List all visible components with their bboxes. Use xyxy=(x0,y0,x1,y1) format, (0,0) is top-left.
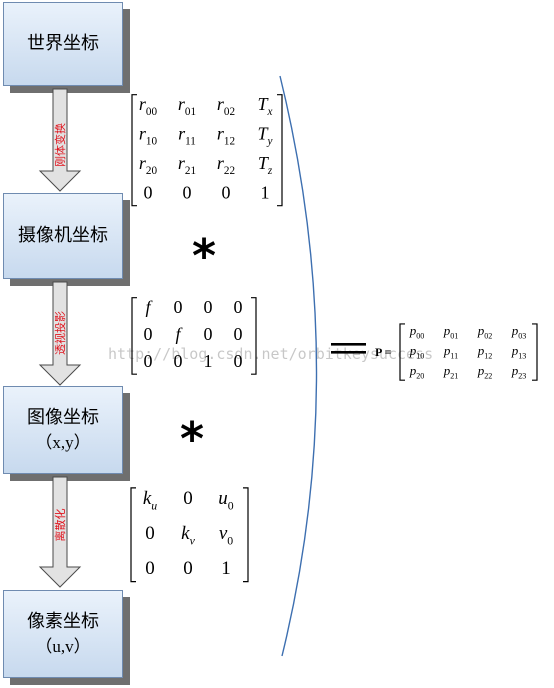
result-cell: p20 xyxy=(409,363,425,381)
extrinsic-cell: 0 xyxy=(183,183,192,203)
result-cell: p00 xyxy=(409,323,425,341)
intrinsic-cell: kv xyxy=(181,523,195,547)
extrinsic-cell: r12 xyxy=(217,124,235,148)
large-curved-bracket xyxy=(279,75,318,657)
arrow-label-rigid-transform: 刚体变换 xyxy=(53,123,67,167)
arrow-label-perspective-projection: 透视投影 xyxy=(53,311,67,355)
world-coordinate-box: 世界坐标 xyxy=(3,2,123,86)
projection-cell: 0 xyxy=(234,297,243,317)
intrinsic-cell: 0 xyxy=(145,558,155,579)
camera-coordinate-box: 摄像机坐标 xyxy=(3,193,123,279)
arrow-discretization xyxy=(38,476,82,588)
intrinsic-cell: 0 xyxy=(145,523,155,544)
arrow-rigid-transform xyxy=(38,88,82,192)
intrinsic-cell: ku xyxy=(143,488,157,512)
extrinsic-cell: Ty xyxy=(258,124,273,148)
intrinsic-cell: 0 xyxy=(183,558,193,579)
projection-cell: 0 xyxy=(174,351,183,371)
extrinsic-cell: 0 xyxy=(222,183,231,203)
equals-sign xyxy=(331,343,366,354)
result-cell: p23 xyxy=(511,363,527,381)
pixel-coordinate-label: 像素坐标 xyxy=(27,610,99,632)
arrow-label-discretization: 离散化 xyxy=(53,509,67,542)
result-cell: p21 xyxy=(443,363,459,381)
extrinsic-cell: r02 xyxy=(217,94,235,118)
extrinsic-cell: Tz xyxy=(258,153,273,177)
intrinsic-right-bracket xyxy=(243,487,249,583)
intrinsic-cell: 1 xyxy=(221,558,231,579)
world-coordinate-label: 世界坐标 xyxy=(27,32,99,54)
intrinsic-left-bracket xyxy=(130,487,136,583)
extrinsic-cell: Tx xyxy=(258,94,273,118)
extrinsic-cell: r22 xyxy=(217,153,235,177)
extrinsic-matrix: r00 r01 r02 Tx r10 r11 r12 Ty r20 r21 r22 Tz 0 0 0 1 xyxy=(131,94,283,207)
pixel-coordinate-sublabel: （u,v） xyxy=(35,636,91,656)
image-coordinate-box: 图像坐标 （x,y） xyxy=(3,386,123,474)
image-coordinate-sublabel: （x,y） xyxy=(35,432,91,452)
multiply-sign-2: * xyxy=(180,412,204,466)
result-left-bracket xyxy=(399,323,405,381)
result-cell: p11 xyxy=(443,343,458,361)
extrinsic-cell: r01 xyxy=(178,94,196,118)
extrinsic-right-bracket xyxy=(277,94,283,207)
projection-cell: 0 xyxy=(204,297,213,317)
projection-right-bracket xyxy=(251,297,257,375)
camera-coordinate-label: 摄像机坐标 xyxy=(18,224,108,246)
result-cell: p01 xyxy=(443,323,459,341)
projection-cell: 0 xyxy=(144,324,153,344)
result-matrix: p00 p01 p02 p03 p10 p11 p12 p13 p20 p21 p22 p23 xyxy=(399,323,538,381)
projection-cell: f xyxy=(145,297,153,317)
image-coordinate-label: 图像坐标 xyxy=(27,406,99,428)
multiply-sign-1: * xyxy=(192,229,216,283)
result-cell: p22 xyxy=(477,363,493,381)
extrinsic-cell: r20 xyxy=(139,153,158,177)
result-cell: p10 xyxy=(409,343,425,361)
result-right-bracket xyxy=(532,323,538,381)
result-matrix-label: P = xyxy=(375,345,392,359)
projection-matrix: f 0 0 0 0 f 0 0 0 0 1 0 xyxy=(131,297,257,375)
extrinsic-cell: r21 xyxy=(178,153,196,177)
result-cell: p12 xyxy=(477,343,493,361)
extrinsic-left-bracket xyxy=(131,94,137,207)
projection-cell: f xyxy=(175,324,183,344)
projection-cell: 0 xyxy=(204,324,213,344)
pixel-coordinate-box: 像素坐标 （u,v） xyxy=(3,590,123,678)
result-cell: p03 xyxy=(511,323,527,341)
extrinsic-cell: r11 xyxy=(178,124,196,148)
intrinsic-cell: v0 xyxy=(219,523,233,547)
projection-cell: 0 xyxy=(234,351,243,371)
extrinsic-cell: 1 xyxy=(261,183,270,203)
result-cell: p13 xyxy=(511,343,527,361)
projection-cell: 1 xyxy=(204,351,213,371)
projection-cell: 0 xyxy=(174,297,183,317)
result-cell: p02 xyxy=(477,323,493,341)
extrinsic-cell: 0 xyxy=(144,183,153,203)
projection-cell: 0 xyxy=(234,324,243,344)
intrinsic-matrix: ku 0 u0 0 kv v0 0 0 1 xyxy=(130,487,249,583)
projection-cell: 0 xyxy=(144,351,153,371)
intrinsic-cell: u0 xyxy=(218,488,234,512)
watermark: http://blog.csdn.net/orbitkeysuccess xyxy=(108,345,433,363)
extrinsic-cell: r10 xyxy=(139,124,158,148)
intrinsic-cell: 0 xyxy=(183,488,193,509)
projection-left-bracket xyxy=(131,297,137,375)
arrow-perspective-projection xyxy=(38,281,82,386)
extrinsic-cell: r00 xyxy=(139,94,158,118)
